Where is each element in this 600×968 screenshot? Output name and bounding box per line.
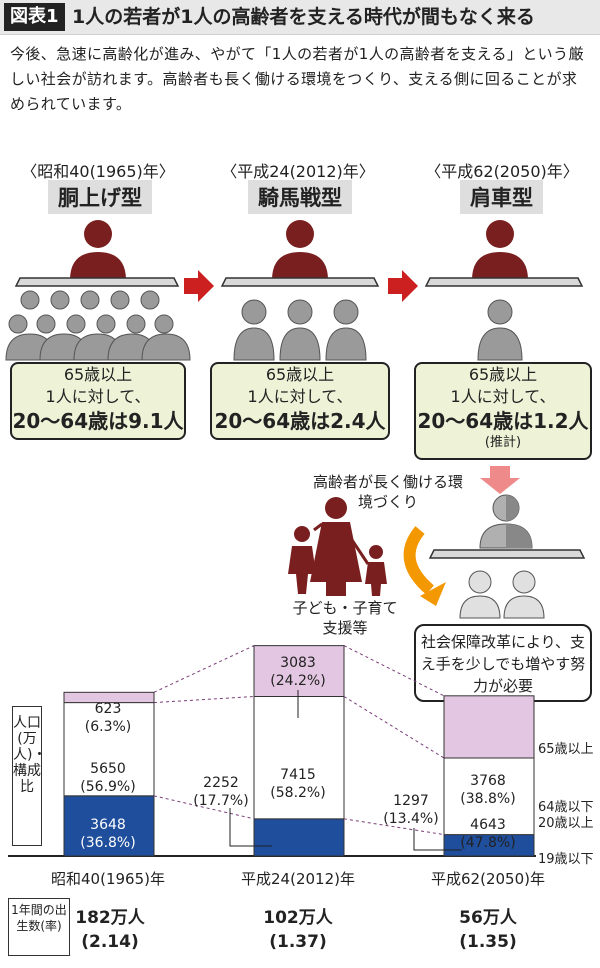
ratio-line1: 65歳以上 bbox=[63, 365, 133, 384]
title-bar bbox=[0, 0, 600, 35]
bar-under19-0 bbox=[63, 795, 155, 857]
arrow-down-icon bbox=[480, 466, 520, 494]
value-under19-1965: 3648(36.8%) bbox=[80, 817, 136, 851]
era-label-2050: 〈平成62(2050)年〉 bbox=[425, 162, 579, 181]
births-2012: 102万人(1.37) bbox=[263, 908, 333, 952]
legend-19under: 19歳以下 bbox=[538, 852, 594, 867]
podium-2050 bbox=[424, 277, 584, 287]
reform-box: 社会保障改革により、支え手を少しでも増やす努力が必要 bbox=[414, 624, 592, 702]
figure-tag: 図表1 bbox=[4, 3, 65, 31]
ratio-box-1965: 65歳以上 1人に対して、 20〜64歳は9.1人 bbox=[10, 362, 186, 440]
era-type-2050: 肩車型 bbox=[460, 180, 543, 214]
ratio-line2: 1人に対して、 bbox=[45, 387, 151, 406]
bar-65plus-0 bbox=[63, 691, 155, 704]
legend-20plus: 20歳以上 bbox=[538, 816, 594, 831]
births-2050: 56万人(1.35) bbox=[459, 908, 517, 952]
bar-65plus-1 bbox=[253, 645, 345, 697]
elder-person-icon-2050 bbox=[472, 220, 528, 280]
ratio-box-2050: 65歳以上 1人に対して、 20〜64歳は1.2人 (推計) bbox=[414, 362, 592, 460]
connector-line bbox=[153, 795, 255, 820]
childcare-label: 子ども・子育て支援等 bbox=[292, 599, 398, 637]
chart-y-label: 人口(万人)・構成比 bbox=[12, 706, 46, 846]
podium-2012 bbox=[220, 277, 380, 287]
connector-line bbox=[343, 645, 445, 697]
podium-1965 bbox=[14, 277, 180, 287]
connector-line bbox=[153, 645, 255, 693]
bar-20to64-0 bbox=[63, 702, 155, 797]
podium-lower bbox=[428, 549, 586, 559]
arrow-right-icon-1 bbox=[184, 270, 214, 302]
value-65plus-2012: 3083(24.2%) bbox=[270, 655, 326, 689]
elder-person-icon-2012 bbox=[272, 220, 328, 280]
connector-line bbox=[343, 696, 445, 759]
half-elder-icon bbox=[479, 494, 533, 549]
connector-line bbox=[343, 818, 445, 836]
elder-person-icon-1965 bbox=[70, 220, 126, 280]
chart-category-1965: 昭和40(1965)年 bbox=[51, 870, 165, 888]
ratio-line1: 65歳以上 bbox=[265, 365, 335, 384]
two-supporters-icon bbox=[459, 570, 545, 619]
value-20to64-2012: 7415(58.2%) bbox=[270, 767, 326, 801]
connector-line bbox=[153, 695, 255, 704]
era-label-2012: 〈平成24(2012)年〉 bbox=[221, 162, 375, 181]
chart-category-2050: 平成62(2050)年 bbox=[431, 870, 545, 888]
births-header: 1年間の出生数(率) bbox=[8, 898, 70, 956]
bar-under19-1 bbox=[253, 818, 345, 857]
bar-65plus-2 bbox=[443, 695, 535, 759]
ratio-line2: 1人に対して、 bbox=[450, 387, 556, 406]
ratio-value: 20〜64歳は9.1人 bbox=[12, 409, 184, 433]
value-65plus-1965: 623(6.3%) bbox=[84, 701, 132, 735]
arrow-right-icon-2 bbox=[388, 270, 418, 302]
era-label-1965: 〈昭和40(1965)年〉 bbox=[21, 162, 175, 181]
value-20to64-1965: 5650(56.9%) bbox=[80, 761, 136, 795]
value-20to64-2050: 4643(47.8%) bbox=[460, 817, 516, 851]
leader-line bbox=[413, 828, 462, 851]
value-65plus-2050: 3768(38.8%) bbox=[460, 773, 516, 807]
ratio-box-2012: 65歳以上 1人に対して、 20〜64歳は2.4人 bbox=[210, 362, 390, 440]
orange-curve-arrow-icon bbox=[403, 526, 435, 595]
legend-65plus: 65歳以上 bbox=[538, 742, 594, 757]
ratio-line2: 1人に対して、 bbox=[247, 387, 353, 406]
leader-line bbox=[229, 808, 272, 847]
young-crowd-icon-1965 bbox=[5, 290, 191, 361]
legend-64under: 64歳以下 bbox=[538, 800, 594, 815]
ratio-value: 20〜64歳は1.2人 bbox=[417, 409, 589, 433]
value-under19-2050: 1297(13.4%) bbox=[383, 793, 439, 827]
elderly-work-label: 高齢者が長く働ける環境づくり bbox=[312, 473, 463, 511]
family-icon bbox=[288, 497, 387, 596]
ratio-value: 20〜64歳は2.4人 bbox=[214, 409, 386, 433]
value-under19-2012: 2252(17.7%) bbox=[193, 775, 249, 809]
support-illustration bbox=[5, 220, 586, 619]
births-1965: 182万人(2.14) bbox=[75, 908, 145, 952]
chart-category-2012: 平成24(2012)年 bbox=[241, 870, 355, 888]
young-person-icon-2050 bbox=[477, 299, 523, 361]
intro-text: 今後、急速に高齢化が進み、やがて「1人の若者が1人の高齢者を支える」という厳しい… bbox=[10, 45, 584, 113]
era-type-1965: 胴上げ型 bbox=[48, 180, 152, 214]
ratio-line1: 65歳以上 bbox=[468, 365, 538, 384]
era-type-2012: 騎馬戦型 bbox=[248, 180, 352, 214]
young-crowd-icon-2012 bbox=[233, 299, 367, 361]
page-title: 1人の若者が1人の高齢者を支える時代が間もなく来る bbox=[72, 6, 535, 28]
estimate-note: (推計) bbox=[484, 435, 522, 450]
